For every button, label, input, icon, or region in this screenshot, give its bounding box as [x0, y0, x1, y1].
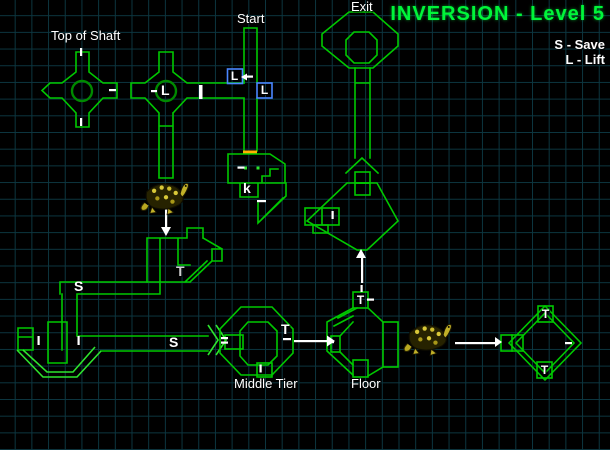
right-arrow-icon	[294, 335, 335, 347]
marker-save-1: S	[74, 278, 84, 294]
key-room	[227, 150, 287, 225]
label-exit: Exit	[351, 0, 373, 14]
marker-lift-box-2: L	[260, 83, 269, 97]
marker-lift-cross: L	[161, 82, 170, 98]
marker-teleport-middle-tier: T	[281, 321, 290, 337]
left-arrow-icon	[241, 73, 253, 81]
exit-square	[256, 362, 273, 378]
room-middle-tier	[219, 306, 294, 378]
big-octagon-room	[304, 156, 400, 251]
label-middle-tier: Middle Tier	[234, 376, 298, 391]
lift-box-2	[256, 82, 273, 99]
up-arrow-icon	[356, 249, 366, 283]
marker-teleport-room-a: T	[176, 263, 185, 279]
legend: S - Save L - Lift	[554, 37, 605, 67]
label-top-of-shaft: Top of Shaft	[51, 28, 121, 43]
legend-save: S - Save	[554, 37, 605, 52]
marker-lift-box-1: L	[230, 69, 239, 83]
room-right-diamond	[500, 304, 583, 382]
marker-save-2: S	[169, 334, 179, 350]
save-corridors	[16, 281, 227, 378]
label-start: Start	[237, 11, 265, 26]
teleport-box-top	[537, 305, 554, 323]
legend-lift: L - Lift	[565, 52, 605, 67]
marker-teleport-floor: T	[356, 293, 365, 307]
down-arrow-icon	[161, 202, 171, 236]
marker-key: k	[243, 180, 251, 196]
route-arrows	[161, 73, 502, 347]
door-bar	[199, 85, 203, 99]
corridor-chevrons	[207, 324, 227, 356]
orange-door	[243, 150, 257, 154]
label-floor: Floor	[351, 376, 381, 391]
room-top-of-shaft-cross	[40, 51, 118, 128]
right-arrow-icon-2	[455, 337, 502, 347]
dot	[256, 166, 260, 170]
marker-teleport-right-bottom: T	[540, 363, 549, 377]
level-title: INVERSION - Level 5	[390, 3, 605, 25]
door-markers	[37, 48, 572, 373]
teleport-box-bottom	[536, 361, 553, 379]
room-exit	[321, 11, 399, 159]
dot	[244, 166, 247, 170]
marker-teleport-right-top: T	[541, 307, 550, 321]
turtle-sprite-2	[403, 323, 453, 357]
turtle-sprite-1	[140, 182, 190, 216]
start-corridor	[243, 27, 258, 152]
